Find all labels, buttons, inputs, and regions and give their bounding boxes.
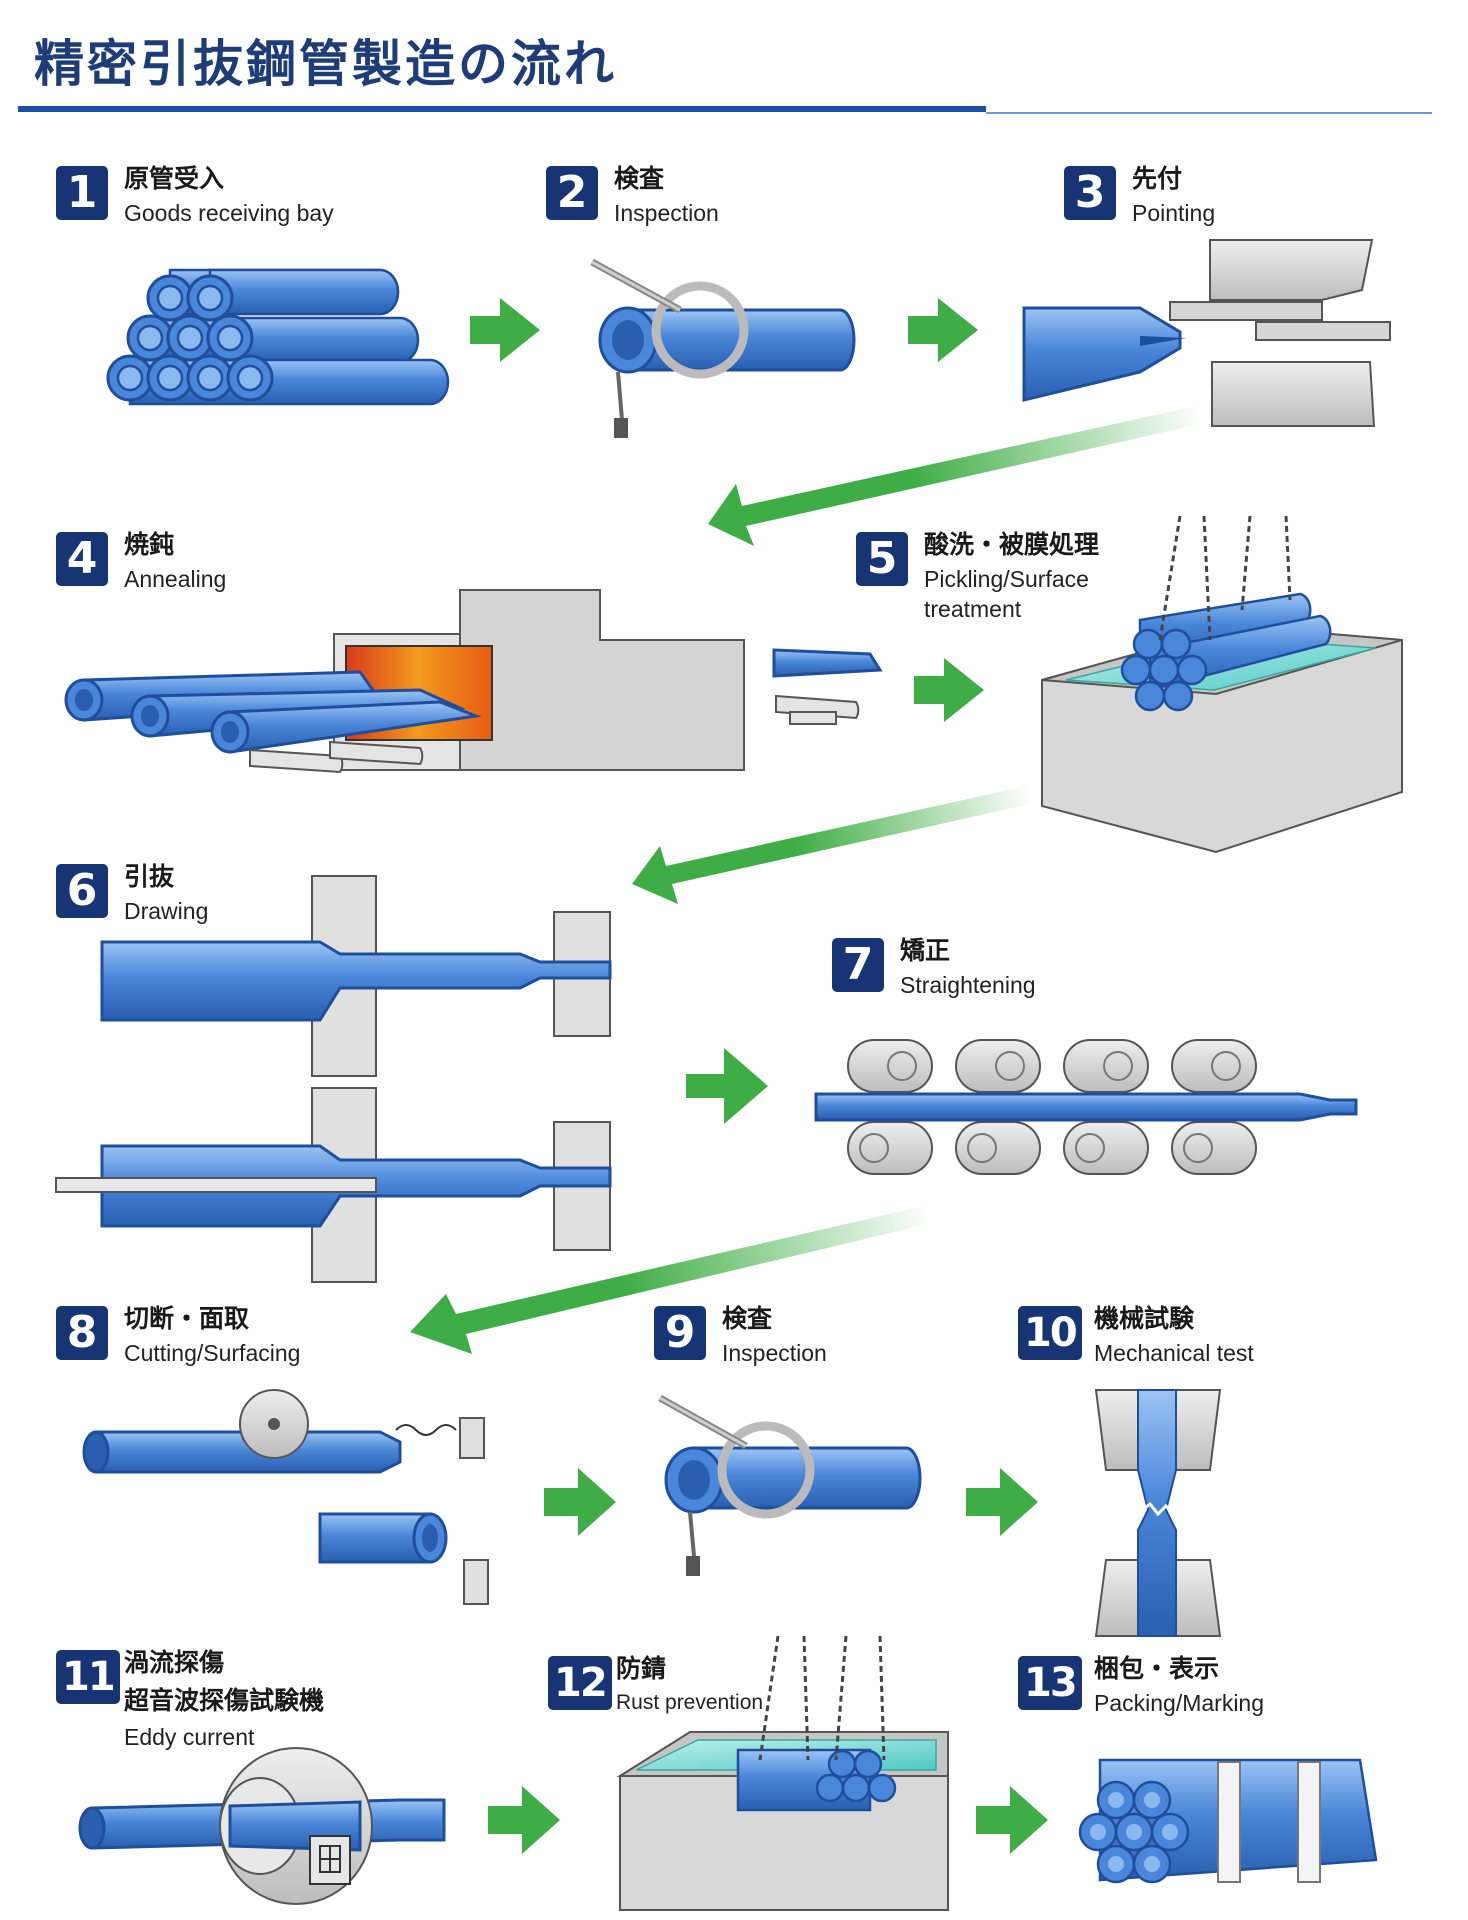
tube-stack-illustration xyxy=(106,268,450,406)
step-title-en: Straightening xyxy=(900,972,1036,998)
flow-arrows xyxy=(470,298,1048,1854)
step-number: 7 xyxy=(832,938,884,992)
step-title-jp: 渦流探傷 xyxy=(124,1648,225,1677)
step-number: 1 xyxy=(56,166,108,220)
step-title-en: Drawing xyxy=(124,898,209,924)
rust-prevention-illustration xyxy=(616,1635,949,1911)
step-title-jp: 酸洗・被膜処理 xyxy=(924,530,1100,559)
step-number: 5 xyxy=(856,532,908,586)
step-title-jp: 機械試験 xyxy=(1094,1304,1195,1333)
packing-illustration xyxy=(1078,1758,1378,1884)
step-number: 9 xyxy=(654,1306,706,1360)
step-title-en: Inspection xyxy=(722,1340,827,1366)
step-title-en-line2: treatment xyxy=(924,596,1022,622)
drawing-illustration xyxy=(55,875,612,1283)
annealing-furnace-illustration xyxy=(64,589,883,774)
arrow-3-4 xyxy=(708,406,1200,546)
step-number: 2 xyxy=(546,166,598,220)
step-title-jp: 防錆 xyxy=(616,1654,667,1683)
step-title-jp: 先付 xyxy=(1132,164,1183,193)
arrow-4-5 xyxy=(914,658,984,722)
step-number: 8 xyxy=(56,1306,108,1360)
step-title-jp: 切断・面取 xyxy=(124,1304,250,1333)
step-title-jp: 梱包・表示 xyxy=(1094,1654,1220,1683)
page-title: 精密引抜鋼管製造の流れ xyxy=(34,35,617,93)
pickling-tank-illustration xyxy=(1041,515,1403,854)
pointing-illustration xyxy=(1022,239,1391,427)
arrow-6-7 xyxy=(686,1048,768,1124)
step-title-jp: 焼鈍 xyxy=(124,530,175,559)
step-title-jp-line2: 超音波探傷試験機 xyxy=(124,1686,325,1715)
row-return-arrows xyxy=(410,406,1200,1354)
straightening-illustration xyxy=(814,1039,1358,1175)
step-title-jp: 原管受入 xyxy=(124,164,225,193)
eddy-current-illustration xyxy=(78,1747,446,1905)
title-underline-thin xyxy=(986,112,1432,114)
step-title-en: Pickling/Surface xyxy=(924,566,1089,592)
step-number: 13 xyxy=(1018,1656,1082,1710)
title-underline xyxy=(18,106,986,112)
step-title-jp: 検査 xyxy=(614,164,665,193)
step-title-en: Goods receiving bay xyxy=(124,200,334,226)
arrow-2-3 xyxy=(908,298,978,362)
step-title-jp: 検査 xyxy=(722,1304,773,1333)
inspection-illustration-1 xyxy=(590,258,856,438)
step-number: 3 xyxy=(1064,166,1116,220)
step-title-en: Inspection xyxy=(614,200,719,226)
step-title-en: Annealing xyxy=(124,566,227,592)
step-title-jp: 引抜 xyxy=(124,862,175,891)
arrow-11-12 xyxy=(488,1786,560,1854)
inspection-illustration-2 xyxy=(658,1394,922,1576)
step-number: 10 xyxy=(1018,1306,1082,1360)
step-title-en: Pointing xyxy=(1132,200,1216,226)
step-number: 6 xyxy=(56,864,108,918)
arrow-7-8 xyxy=(410,1206,928,1354)
mechanical-test-illustration xyxy=(1094,1389,1222,1637)
step-title-en: Packing/Marking xyxy=(1094,1690,1265,1716)
step-title-en: Mechanical test xyxy=(1094,1340,1254,1366)
arrow-1-2 xyxy=(470,298,540,362)
step-number: 11 xyxy=(56,1650,120,1704)
arrow-8-9 xyxy=(544,1468,616,1536)
step-title-en: Cutting/Surfacing xyxy=(124,1340,301,1366)
step-title-jp: 矯正 xyxy=(900,936,951,965)
arrow-9-10 xyxy=(966,1468,1038,1536)
step-number: 12 xyxy=(548,1656,612,1710)
step-title-en: Rust prevention xyxy=(616,1691,764,1714)
step-title-en: Eddy current xyxy=(124,1724,255,1750)
arrow-5-6 xyxy=(632,786,1030,904)
arrow-12-13 xyxy=(976,1786,1048,1854)
step-number: 4 xyxy=(56,532,108,586)
cutting-illustration xyxy=(82,1389,489,1605)
